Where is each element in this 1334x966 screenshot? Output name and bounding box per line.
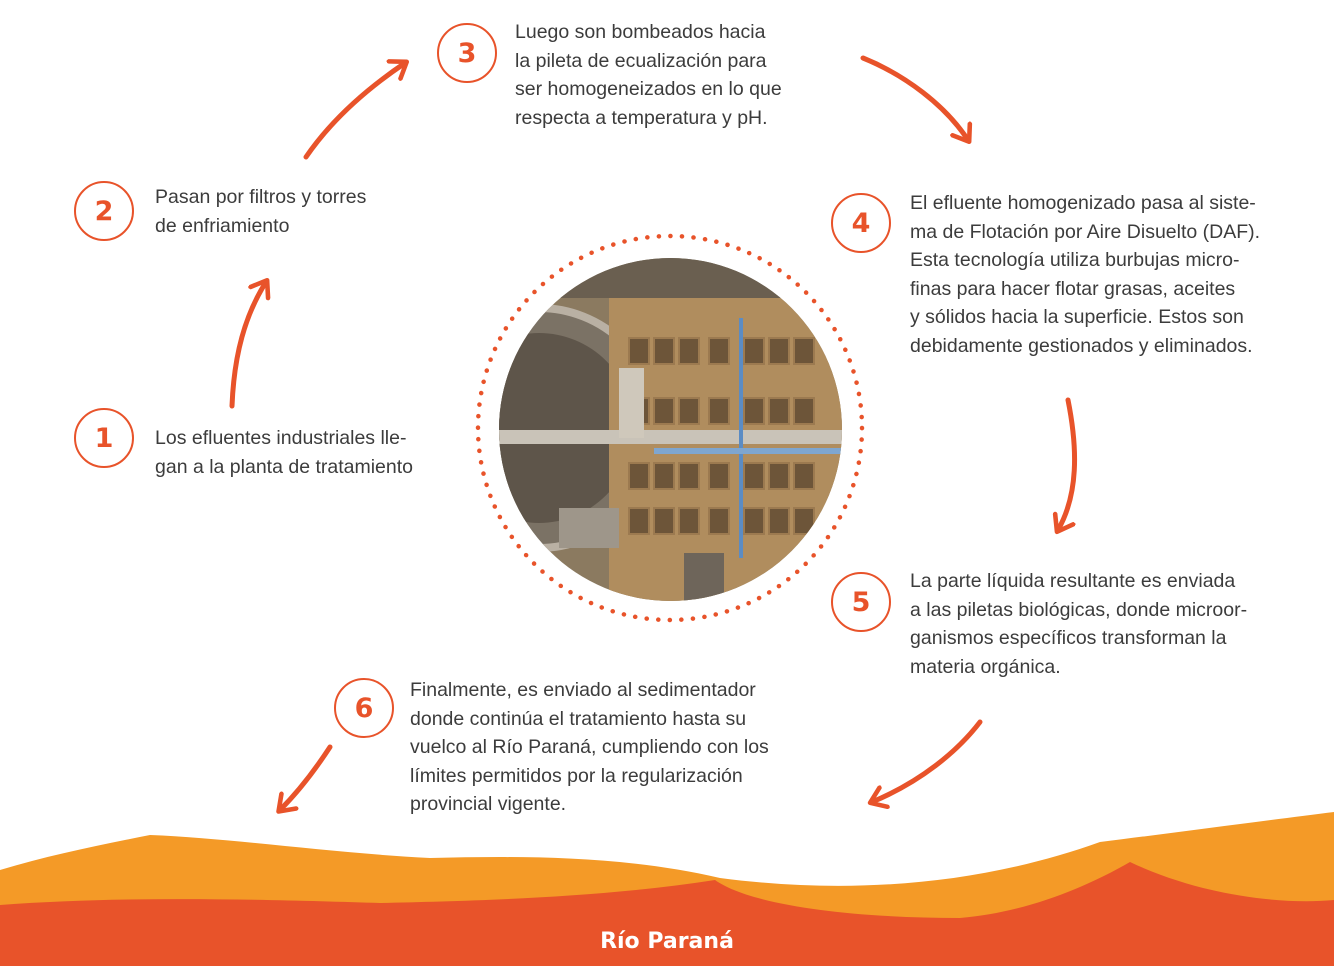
arrow-6-to-river <box>280 744 333 810</box>
step-4-line: finas para hacer flotar grasas, aceites <box>910 277 1236 300</box>
step-4-text: El efluente homogenizado pasa al siste- … <box>910 189 1260 360</box>
step-5-line: La parte líquida resultante es enviada <box>910 570 1236 592</box>
step-5-number: 5 <box>831 572 891 632</box>
step-6-text: Finalmente, es enviado al sedimentador d… <box>410 676 769 819</box>
step-4-line: ma de Flotación por Aire Disuelto (DAF). <box>910 220 1261 243</box>
step-5-line: a las piletas biológicas, donde microor- <box>910 598 1248 621</box>
step-5-text: La parte líquida resultante es enviada a… <box>910 567 1247 681</box>
step-5-line: materia orgánica. <box>910 655 1061 678</box>
step-5-line: ganismos específicos transforman la <box>910 627 1227 649</box>
step-1-text: Los efluentes industriales lle- gan a la… <box>155 424 413 481</box>
step-1-number: 1 <box>74 408 134 468</box>
arrow-2-to-3 <box>303 63 405 160</box>
step-6-line: límites permitidos por la regularización <box>410 764 743 787</box>
step-3-line: ser homogeneizados en lo que <box>515 78 782 100</box>
step-3-line: la pileta de ecualización para <box>515 49 767 72</box>
step-3-text: Luego son bombeados hacia la pileta de e… <box>515 18 782 132</box>
step-4-line: debidamente gestionados y eliminados. <box>910 334 1253 357</box>
step-2-number: 2 <box>74 181 134 241</box>
river-label: Río Paraná <box>600 929 734 954</box>
step-3-line: respecta a temperatura y pH. <box>515 106 768 129</box>
step-6-line: provincial vigente. <box>410 793 567 815</box>
step-2-line: Pasan por filtros y torres <box>155 186 367 208</box>
step-1-line: Los efluentes industriales lle- <box>155 427 407 449</box>
step-6-line: Finalmente, es enviado al sedimentador <box>410 679 756 701</box>
arrow-1-to-2 <box>229 282 266 409</box>
step-3-line: Luego son bombeados hacia <box>515 21 766 43</box>
step-3-number: 3 <box>437 23 497 83</box>
step-6-number: 6 <box>334 678 394 738</box>
step-2-line: de enfriamiento <box>155 214 290 237</box>
arrow-5-to-6 <box>872 719 983 802</box>
arrow-4-to-5 <box>1058 397 1078 530</box>
step-6-line: donde continúa el tratamiento hasta su <box>410 707 747 730</box>
arrow-3-to-4 <box>860 55 968 140</box>
step-2-text: Pasan por filtros y torres de enfriamien… <box>155 183 366 240</box>
step-4-line: y sólidos hacia la superficie. Estos son <box>910 306 1244 328</box>
step-1-line: gan a la planta de tratamiento <box>155 455 414 478</box>
step-4-line: El efluente homogenizado pasa al siste- <box>910 192 1256 214</box>
step-6-line: vuelco al Río Paraná, cumpliendo con los <box>410 736 769 758</box>
river-wave-dark <box>0 862 1334 966</box>
step-4-line: Esta tecnología utiliza burbujas micro- <box>910 249 1240 271</box>
step-4-number: 4 <box>831 193 891 253</box>
